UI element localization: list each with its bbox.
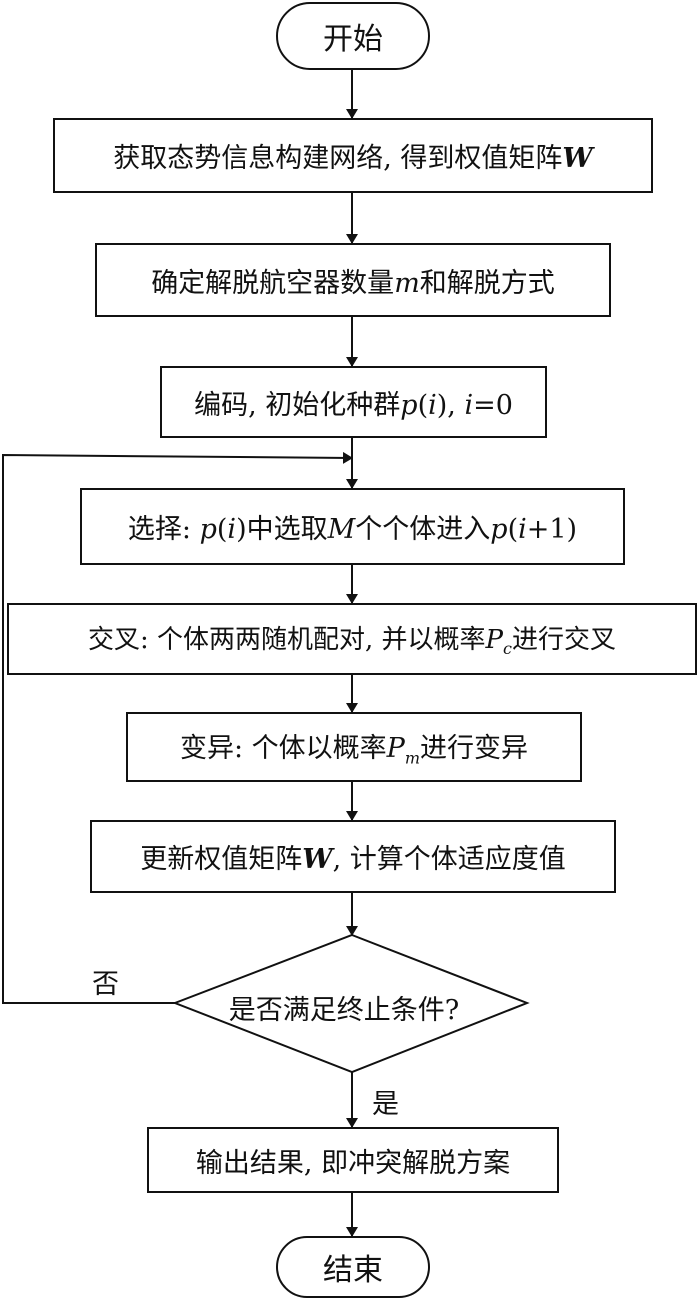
- decision-label: 是否满足终止条件?: [228, 994, 460, 1026]
- step-init-population: 编码, 初始化种群p(i), i=0: [160, 366, 547, 438]
- step-output-label: 输出结果, 即冲突解脱方案: [195, 1147, 511, 1179]
- step-update-fitness-label: 更新权值矩阵W, 计算个体适应度值: [140, 844, 566, 875]
- step-mutation-label: 变异: 个体以概率Pm进行变异: [179, 733, 529, 768]
- no-label: 否: [92, 969, 119, 1000]
- step-update-fitness: 更新权值矩阵W, 计算个体适应度值: [90, 820, 616, 893]
- step-determine-aircraft-label: 确定解脱航空器数量m和解脱方式: [151, 267, 555, 299]
- loop-back-arrow: [2, 451, 353, 1004]
- step-selection-label: 选择: p(i)中选取M个个体进入p(i+1): [127, 514, 578, 545]
- start-terminal: 开始: [276, 2, 430, 70]
- end-terminal: 结束: [276, 1236, 430, 1298]
- decision-diamond: [172, 933, 530, 1074]
- step-build-network: 获取态势信息构建网络, 得到权值矩阵W: [53, 118, 653, 193]
- step-build-network-label: 获取态势信息构建网络, 得到权值矩阵W: [113, 143, 593, 174]
- step-crossover-label: 交叉: 个体两两随机配对, 并以概率Pc进行交叉: [87, 625, 617, 659]
- step-crossover: 交叉: 个体两两随机配对, 并以概率Pc进行交叉: [7, 603, 697, 675]
- step-selection: 选择: p(i)中选取M个个体进入p(i+1): [80, 488, 625, 565]
- end-label: 结束: [323, 1253, 383, 1288]
- step-determine-aircraft: 确定解脱航空器数量m和解脱方式: [95, 243, 611, 317]
- step-mutation: 变异: 个体以概率Pm进行变异: [126, 712, 582, 782]
- step-init-population-label: 编码, 初始化种群p(i), i=0: [194, 389, 513, 421]
- yes-label: 是: [372, 1089, 399, 1120]
- step-output: 输出结果, 即冲突解脱方案: [147, 1127, 559, 1193]
- start-label: 开始: [323, 22, 383, 57]
